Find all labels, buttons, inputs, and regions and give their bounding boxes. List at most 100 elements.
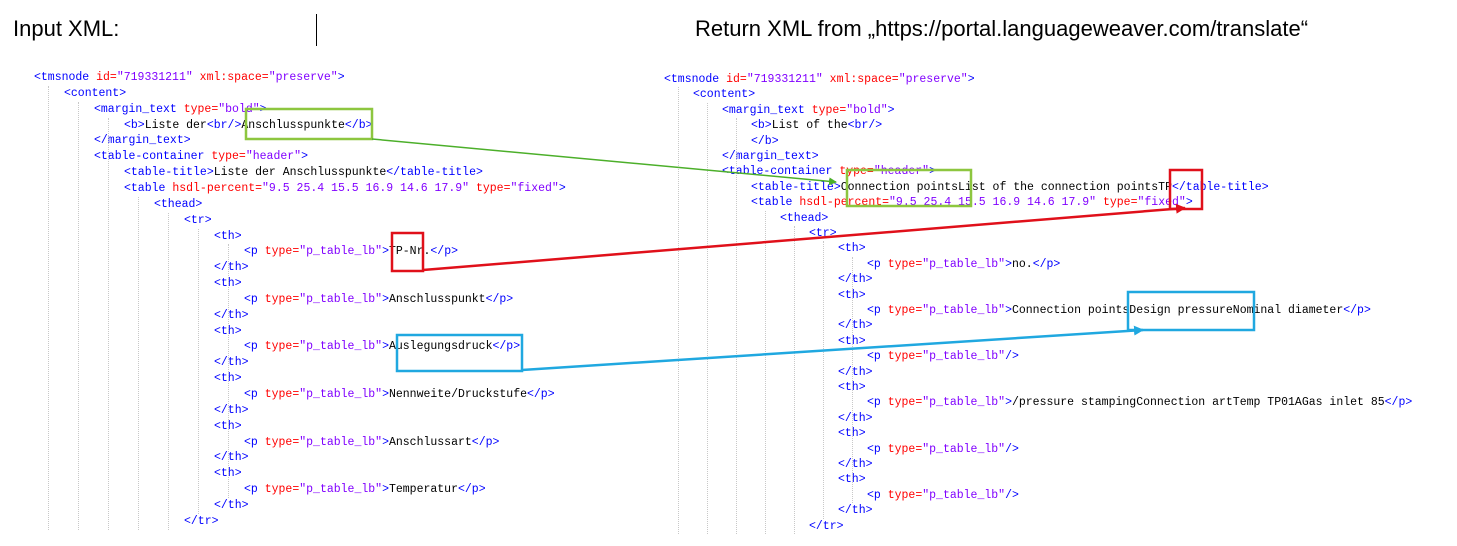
code-line: <table-container type="header"> [94,149,308,165]
xml-tag: <table-title> [124,166,214,180]
xml-tag: </p> [471,435,500,449]
attribute-name: type= [839,165,874,179]
indent-guide [108,117,109,530]
xml-tag: <th> [838,427,866,441]
code-line: </th> [214,355,249,371]
code-line: </tr> [184,514,219,530]
code-line: <tmsnode id="719331211" xml:space="prese… [34,70,345,86]
code-line: </th> [838,503,873,519]
code-line: <table hsdl-percent="9.5 25.4 15.5 16.9 … [751,195,1193,211]
code-line: <p type="p_table_lb">Anschlussart</p> [244,435,499,451]
xml-tag: <tr> [184,213,212,227]
attribute-value: "header" [245,150,302,164]
xml-tag: <tr> [809,227,837,240]
attribute-value: "p_table_lb" [299,245,383,259]
code-line: <content> [693,87,755,103]
attribute-value: "719331211" [116,71,193,84]
code-line: <p type="p_table_lb"/> [867,488,1019,504]
indent-guide [78,101,79,530]
xml-tag: > [301,150,308,164]
input-xml-code-panel: <tmsnode id="719331211" xml:space="prese… [20,66,660,546]
code-line: </th> [838,411,873,427]
xml-tag: <p [867,488,888,502]
xml-tag: > [558,181,566,195]
xml-tag: <p [244,340,265,354]
attribute-value: "preserve" [268,71,338,84]
code-line: <p type="p_table_lb">/pressure stampingC… [867,395,1412,411]
xml-tag: </th> [214,261,249,275]
xml-tag: <th> [214,277,242,291]
xml-tag: </b> [344,118,373,132]
code-line: <table-title>Liste der Anschlusspunkte</… [124,165,483,181]
xml-tag: /> [1005,350,1019,364]
xml-tag: > [382,435,389,449]
code-line: <p type="p_table_lb">Auslegungsdruck</p> [244,339,520,355]
attribute-name: xml:space= [192,71,269,84]
xml-tag: <p [867,304,888,317]
xml-tag: <th> [838,381,866,394]
code-line: </tr> [809,519,844,535]
code-line: <table-title>Connection pointsList of th… [751,180,1269,196]
xml-tag: </p> [430,245,458,259]
xml-tag: > [382,292,389,306]
attribute-name: id= [726,73,747,86]
code-line: </th> [214,403,249,419]
xml-tag: </th> [838,458,873,471]
attribute-name: id= [96,71,117,84]
xml-tag: <table [751,196,800,210]
attribute-value: "fixed" [510,181,559,195]
xml-tag: > [382,483,389,497]
indent-guide [228,244,229,498]
xml-tag: > [1185,196,1193,210]
attribute-name: type= [887,257,923,271]
attribute-value: "p_table_lb" [922,257,1006,271]
xml-tag: <b> [751,119,772,133]
code-line: <table hsdl-percent="9.5 25.4 15.5 16.9 … [124,181,566,197]
code-line: <p type="p_table_lb">Anschlusspunkt</p> [244,292,513,308]
xml-tag: <th> [214,372,242,386]
xml-tag: <p [867,257,888,271]
xml-tag: > [1005,304,1012,317]
code-line: </th> [214,498,249,514]
code-line: </th> [838,272,873,288]
code-line: <b>Liste der<br/>Anschlusspunkte</b> [124,118,373,134]
xml-tag: > [1005,396,1012,410]
text-node: Anschlusspunkte [241,118,345,132]
code-line: <th> [214,371,242,387]
attribute-name: type= [469,181,511,195]
code-line: </th> [214,308,249,324]
code-line: <b>List of the<br/> [751,118,882,134]
attribute-value: "bold" [846,103,888,117]
xml-tag: > [967,73,975,86]
code-line: <p type="p_table_lb"/> [867,349,1019,365]
xml-tag: </p> [527,388,555,401]
xml-tag: </th> [214,403,249,417]
xml-tag: <content> [64,86,127,100]
code-line: <th> [838,472,866,488]
code-line: <tr> [809,226,837,242]
code-line: <th> [838,241,866,257]
xml-tag: <p [244,292,265,306]
text-node: Nennweite/Druckstufe [388,388,527,401]
xml-tag: /> [1005,488,1019,502]
code-line: <content> [64,86,126,102]
xml-tag: > [337,71,345,84]
indent-guide [823,241,824,519]
xml-tag: </th> [214,356,249,370]
xml-tag: <p [867,442,888,456]
code-line: <thead> [780,211,828,227]
xml-tag: </th> [214,308,249,322]
xml-tag: <content> [693,88,756,102]
code-line: <p type="p_table_lb"/> [867,442,1019,458]
text-node: Connection pointsList of the connection … [840,180,1172,194]
attribute-name: type= [264,483,300,497]
text-node: Anschlusspunkt [388,292,486,306]
code-line: <p type="p_table_lb">Nennweite/Druckstuf… [244,387,555,403]
code-line: <p type="p_table_lb">Temperatur</p> [244,482,486,498]
code-line: </th> [838,365,873,381]
attribute-value: "fixed" [1137,196,1186,210]
attribute-name: type= [811,103,847,117]
attribute-value: "p_table_lb" [299,435,383,449]
attribute-name: type= [887,304,923,317]
code-line: </th> [838,318,873,334]
